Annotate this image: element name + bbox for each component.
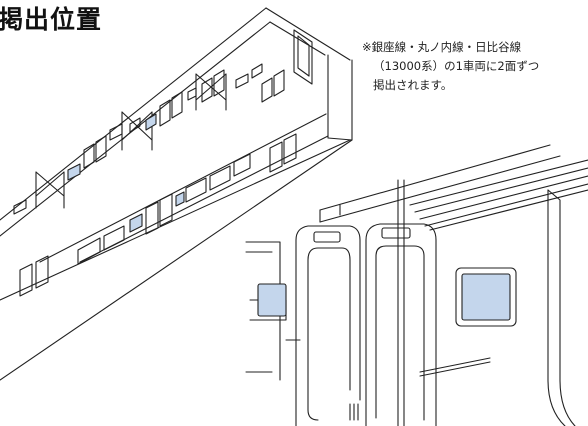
placement-note: ※銀座線・丸ノ内線・日比谷線 （13000系）の1車両に2面ずつ 掲出されます。 [362, 38, 588, 95]
page-title: 掲出位置 [0, 5, 103, 34]
doors-lower-side [19, 133, 297, 297]
seat-partitions [35, 73, 227, 209]
car-interior-isometric [0, 7, 353, 381]
ad-frame-left [257, 283, 287, 317]
ad-frame-right [455, 267, 517, 327]
note-line-2: （13000系）の1車両に2面ずつ [373, 59, 540, 73]
windows-lower-side [77, 153, 251, 265]
luggage-rack [319, 144, 588, 231]
ad-frames-upper-side [67, 113, 157, 181]
door-closeup [245, 144, 588, 426]
windows-upper-side [13, 63, 263, 215]
doors-upper-side [83, 69, 285, 169]
note-line-3: 掲出されます。 [373, 78, 453, 92]
ad-frames-lower-side [129, 191, 185, 233]
note-line-1: ※銀座線・丸ノ内線・日比谷線 [362, 40, 522, 54]
